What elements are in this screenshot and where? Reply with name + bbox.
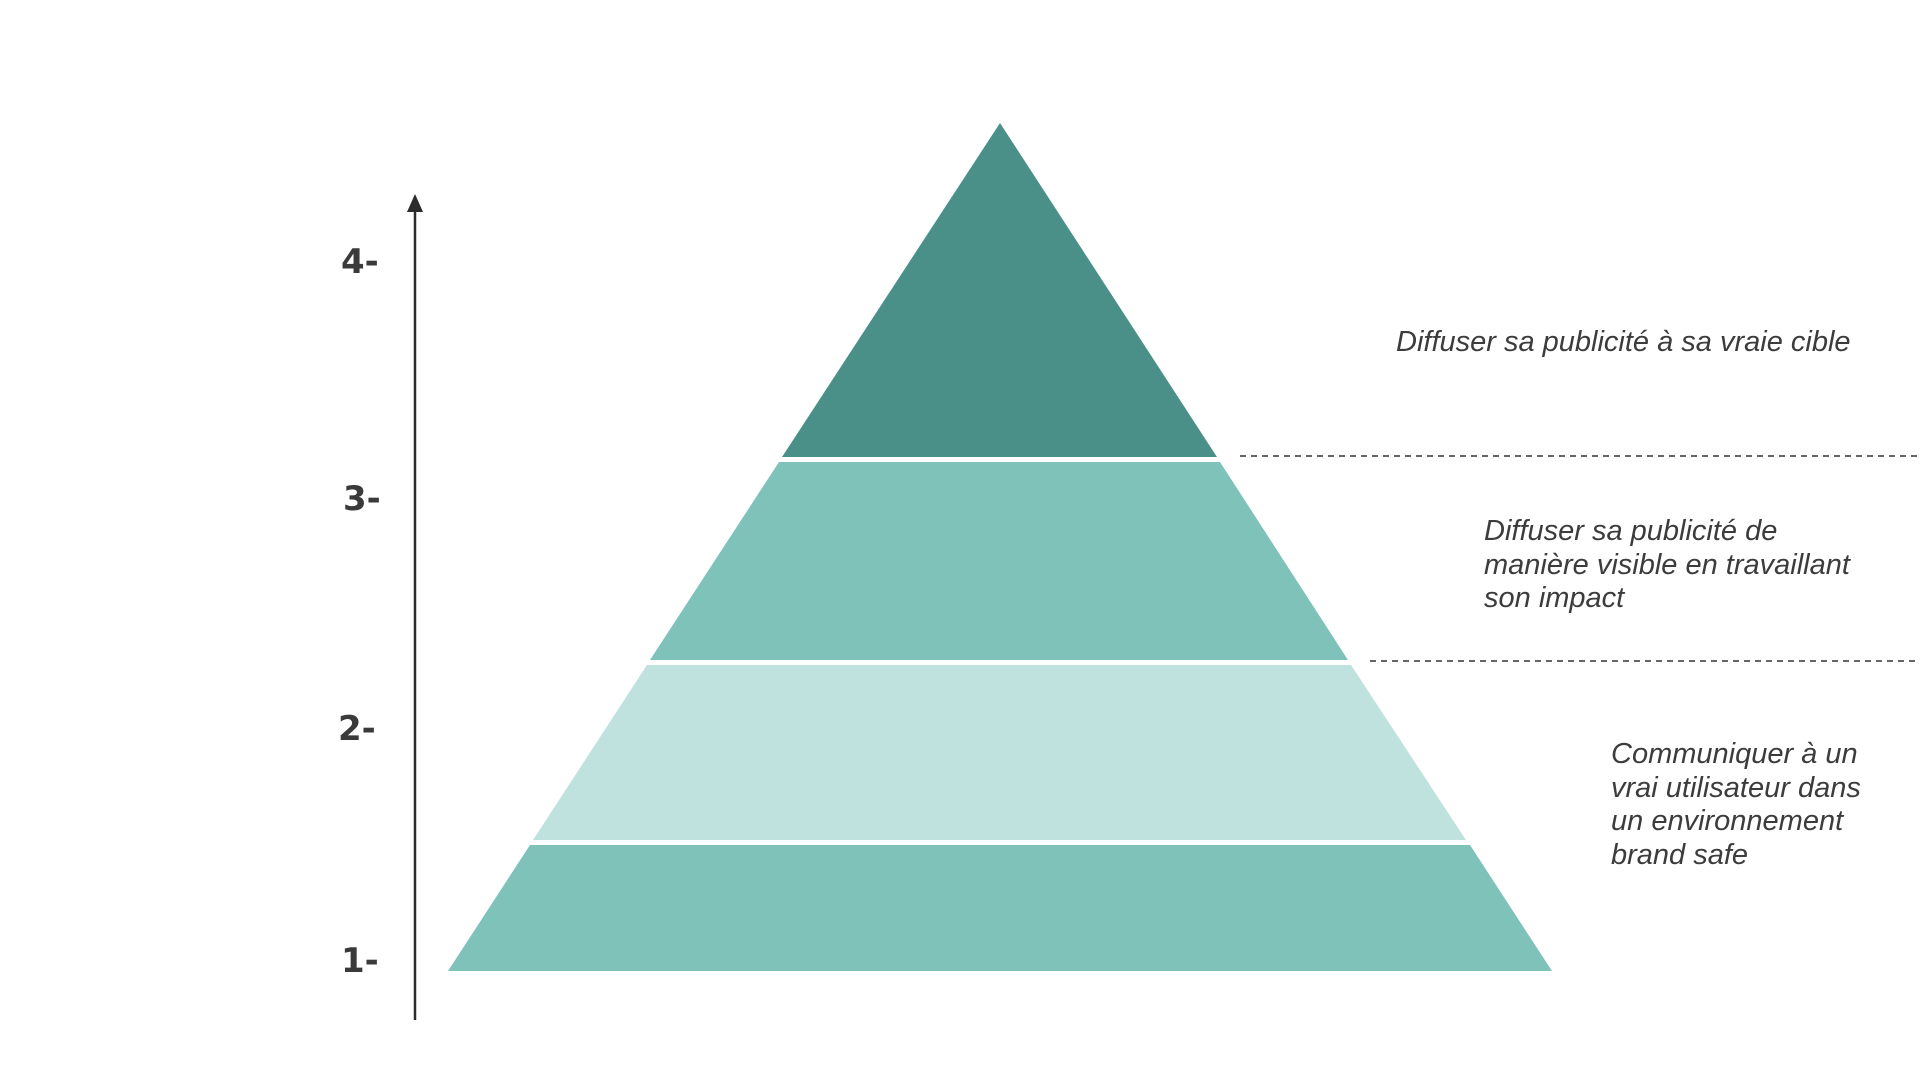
pyramid-tier-lower-middle [533, 665, 1466, 840]
pyramid-tier-base [448, 845, 1552, 971]
level-label-2: 2- [338, 709, 376, 749]
description-middle-line-1: Diffuser sa publicité de [1484, 515, 1777, 547]
description-bottom-line-2: vrai utilisateur dans [1611, 772, 1861, 804]
description-middle-line-3: son impact [1484, 582, 1626, 614]
arrow-head-icon [407, 194, 423, 212]
description-bottom-line-4: brand safe [1611, 839, 1748, 871]
level-label-3: 3- [343, 479, 381, 519]
level-label-4: 4- [341, 242, 379, 282]
pyramid-tier-top [782, 123, 1217, 457]
description-bottom-line-3: un environnement [1611, 805, 1845, 837]
description-bottom-line-1: Communiquer à un [1611, 738, 1858, 770]
level-label-1: 1- [341, 941, 379, 981]
description-top-line-1: Diffuser sa publicité à sa vraie cible [1396, 326, 1851, 358]
description-middle-line-2: manière visible en travaillant [1484, 549, 1852, 581]
pyramid-tier-upper-middle [650, 462, 1348, 660]
